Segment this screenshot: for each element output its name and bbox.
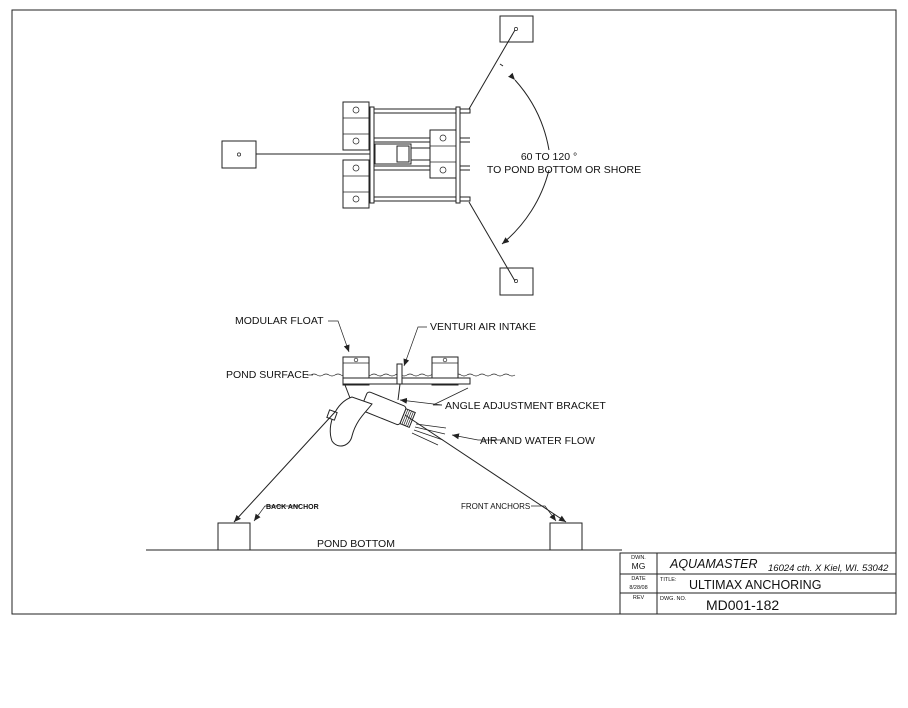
angle-arc-lower (501, 169, 550, 245)
front-anchor-block (549, 522, 583, 551)
plan-float-right (429, 129, 457, 179)
plan-anchor-line-front-top (468, 29, 516, 110)
angle-label-target: TO POND BOTTOM OR SHORE (487, 164, 641, 176)
company-address: 16024 cth. X Kiel, WI. 53042 (768, 563, 889, 574)
title-label: TITLE: (660, 577, 677, 583)
plan-anchor-back (221, 140, 257, 169)
back-anchor-block (217, 522, 251, 551)
side-view: MODULAR FLOAT VENTURI AIR INTAKE POND SU… (146, 315, 622, 551)
date-label: DATE (631, 576, 646, 582)
plan-anchor-front-bottom (499, 267, 534, 296)
date-value: 8/28/08 (629, 585, 647, 591)
plan-anchor-line-front-bottom (468, 201, 516, 282)
label-pond-surface: POND SURFACE (226, 369, 309, 381)
dwg-no-label: DWG. NO. (660, 596, 687, 602)
company-name: AQUAMASTER (669, 557, 758, 571)
back-anchor-line (233, 411, 336, 523)
label-back-anchor: BACK ANCHOR (266, 504, 319, 511)
dwn-label: DWN. (631, 555, 646, 561)
label-pond-bottom: POND BOTTOM (317, 538, 395, 550)
label-modular-float: MODULAR FLOAT (235, 315, 324, 327)
motor-housing (329, 396, 373, 447)
front-anchor-line (404, 414, 567, 523)
pond-surface-line (310, 373, 516, 377)
rev-label: REV (633, 595, 645, 601)
flow-jets (411, 423, 447, 446)
plan-float-top-left (342, 101, 370, 151)
label-venturi-air-intake: VENTURI AIR INTAKE (430, 321, 536, 333)
aerator-unit-side (360, 391, 416, 429)
plan-anchor-front-top (499, 15, 534, 43)
drawing-number: MD001-182 (706, 597, 779, 613)
venturi-intake-pipe (396, 363, 403, 385)
label-air-and-water-flow: AIR AND WATER FLOW (480, 435, 595, 447)
side-frame (342, 377, 471, 385)
angle-label-range: 60 TO 120 ° (521, 151, 577, 163)
angle-arc-upper (508, 72, 550, 151)
label-angle-adjustment-bracket: ANGLE ADJUSTMENT BRACKET (445, 400, 606, 412)
drawing-title: ULTIMAX ANCHORING (689, 578, 821, 592)
label-front-anchors: FRONT ANCHORS (461, 502, 530, 511)
drawing-border (11, 9, 897, 615)
dwn-value: MG (632, 561, 646, 571)
plan-view: 60 TO 120 ° TO POND BOTTOM OR SHORE (221, 15, 641, 296)
title-block: DWN. MG DATE 8/28/08 REV AQUAMASTER 1602… (619, 552, 897, 615)
plan-float-bottom-left (342, 159, 370, 209)
